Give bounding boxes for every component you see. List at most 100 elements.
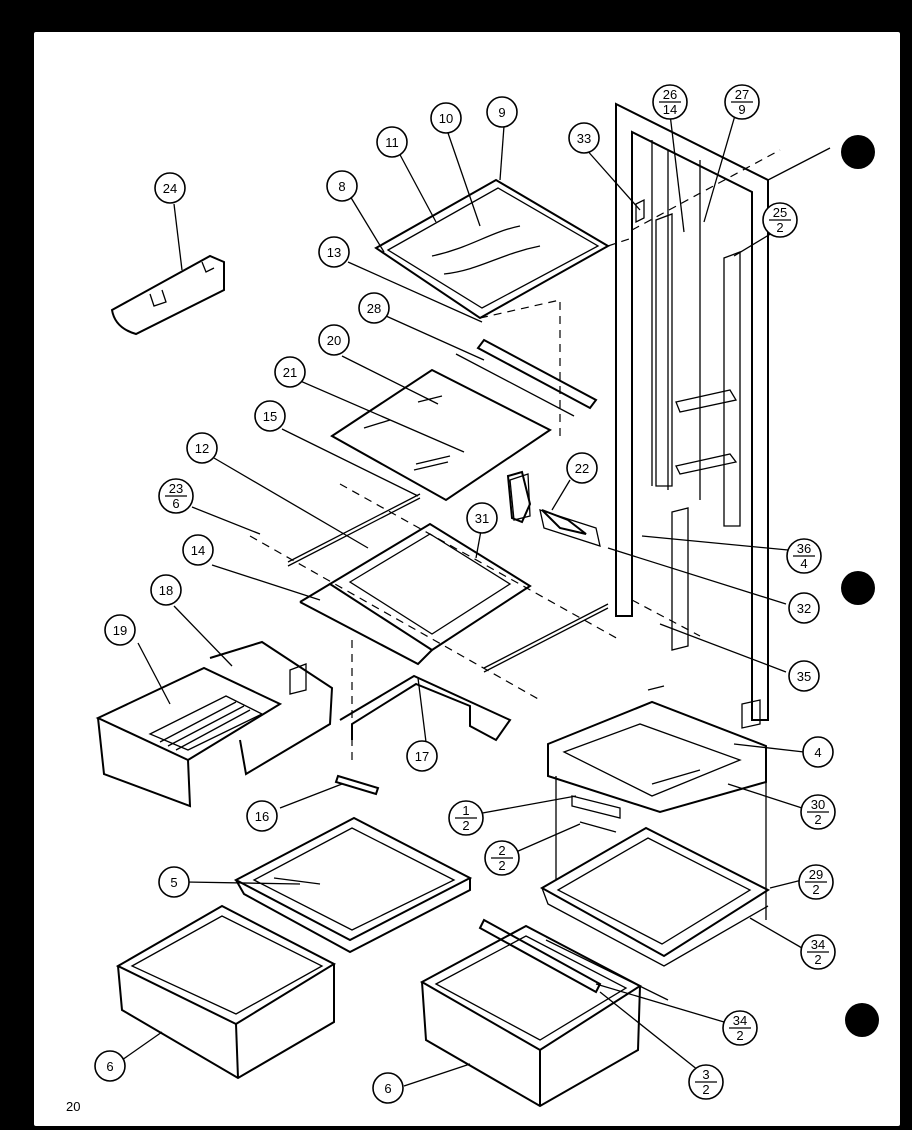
callout-label: 2 [776, 220, 783, 235]
shelf-5 [233, 816, 473, 954]
callout-label: 31 [475, 511, 489, 526]
callout-group: 1222324566891011121314151617181920212223… [94, 84, 836, 1104]
callout-label: 10 [439, 111, 453, 126]
part-34-bars [478, 918, 669, 1001]
callout-c21: 21 [274, 356, 306, 388]
callout-c3: 32 [688, 1064, 724, 1100]
callout-c11: 11 [376, 126, 408, 158]
binder-hole [845, 1003, 879, 1037]
cabinet-side-panel [615, 102, 831, 729]
callout-c28: 28 [358, 292, 390, 324]
callout-label: 20 [327, 333, 341, 348]
callout-c6b: 6 [372, 1072, 404, 1104]
callout-circle [406, 740, 438, 772]
callout-label: 2 [498, 858, 505, 873]
callout-c32: 32 [788, 592, 820, 624]
callout-label: 36 [797, 541, 811, 556]
callout-circle [154, 172, 186, 204]
callout-circle [158, 866, 190, 898]
callout-circle [94, 1050, 126, 1082]
callout-circle [802, 736, 834, 768]
callout-label: 2 [702, 1082, 709, 1097]
callout-c6a: 6 [94, 1050, 126, 1082]
callout-label: 33 [577, 131, 591, 146]
callout-label: 23 [169, 481, 183, 496]
callout-label: 8 [338, 179, 345, 194]
callout-label: 5 [170, 875, 177, 890]
callout-c13: 13 [318, 236, 350, 268]
callout-label: 11 [385, 135, 399, 150]
callout-c17: 17 [406, 740, 438, 772]
callout-label: 2 [814, 952, 821, 967]
callout-label: 2 [498, 843, 505, 858]
callout-label: 2 [812, 882, 819, 897]
callout-c25: 252 [762, 202, 798, 238]
callout-circle [430, 102, 462, 134]
callout-c12: 12 [186, 432, 218, 464]
callout-c29: 292 [798, 864, 834, 900]
callout-c20: 20 [318, 324, 350, 356]
callout-label: 3 [702, 1067, 709, 1082]
callout-c22: 22 [566, 452, 598, 484]
crisper-frame [249, 473, 621, 760]
diagram-sheet [34, 32, 900, 1126]
callout-c9: 9 [486, 96, 518, 128]
top-shelf [374, 178, 633, 440]
callout-c14: 14 [182, 534, 214, 566]
callout-c34a: 342 [800, 934, 836, 970]
crisper-cover [339, 674, 512, 742]
binder-hole [841, 571, 875, 605]
callout-label: 21 [283, 365, 297, 380]
callout-label: 6 [172, 496, 179, 511]
crisper-drawer [95, 640, 334, 808]
callout-c18: 18 [150, 574, 182, 606]
callout-label: 29 [809, 867, 823, 882]
callout-label: 2 [814, 812, 821, 827]
callout-label: 18 [159, 583, 173, 598]
callout-c19: 19 [104, 614, 136, 646]
callout-circle [150, 574, 182, 606]
callout-label: 4 [814, 745, 821, 760]
shelf-rail [455, 338, 598, 417]
callout-label: 6 [106, 1059, 113, 1074]
callout-circle [568, 122, 600, 154]
drawer-6-left [115, 904, 337, 1080]
callout-label: 24 [163, 181, 177, 196]
callout-label: 15 [263, 409, 277, 424]
callout-label: 12 [195, 441, 209, 456]
callout-c16: 16 [246, 800, 278, 832]
callout-c24: 24 [154, 172, 186, 204]
callout-label: 9 [498, 105, 505, 120]
callout-circle [318, 236, 350, 268]
callout-label: 9 [738, 102, 745, 117]
callout-circle [104, 614, 136, 646]
callout-circle [254, 400, 286, 432]
callout-c33: 33 [568, 122, 600, 154]
callout-circle [566, 452, 598, 484]
glass-shelf [330, 368, 552, 502]
callout-circle [486, 96, 518, 128]
part-24-bin [110, 254, 225, 336]
callout-label: 32 [797, 601, 811, 616]
callout-circle [372, 1072, 404, 1104]
callout-circle [358, 292, 390, 324]
callout-label: 13 [327, 245, 341, 260]
callout-c30: 302 [800, 794, 836, 830]
part-22-bracket [506, 470, 587, 535]
callout-circle [788, 592, 820, 624]
callout-label: 25 [773, 205, 787, 220]
callout-label: 34 [811, 937, 825, 952]
callout-circle [326, 170, 358, 202]
callout-c4: 4 [802, 736, 834, 768]
callout-label: 14 [191, 543, 205, 558]
callout-c23: 236 [158, 478, 194, 514]
callout-label: 17 [415, 749, 429, 764]
callout-circle [466, 502, 498, 534]
part-16 [334, 774, 380, 796]
callout-label: 34 [733, 1013, 747, 1028]
callout-circle [318, 324, 350, 356]
callout-label: 28 [367, 301, 381, 316]
callout-label: 19 [113, 623, 127, 638]
